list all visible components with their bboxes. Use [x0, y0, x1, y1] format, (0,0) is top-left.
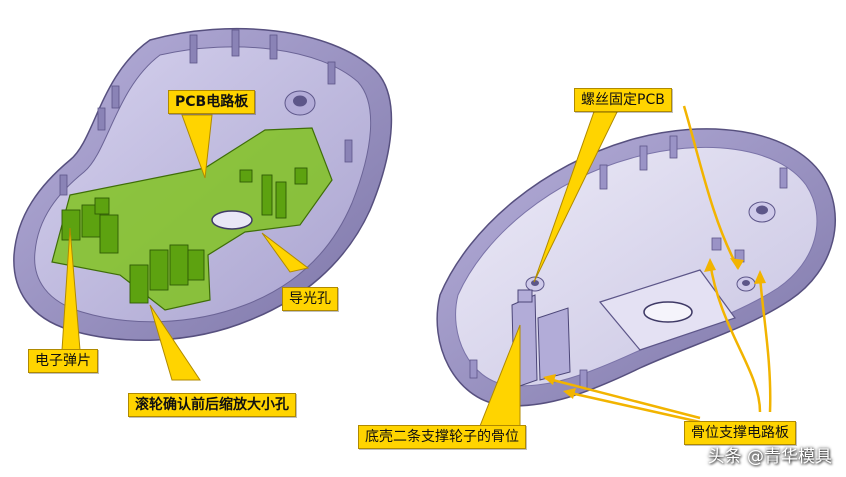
arrowhead-screw [730, 258, 744, 270]
arrow-support-4 [758, 274, 772, 413]
light-guide-hole [211, 210, 253, 230]
arrowhead-support-1 [543, 374, 556, 385]
pointer-pcb [181, 114, 213, 179]
arrow-support-2 [565, 390, 701, 424]
left-screw-boss [284, 90, 316, 116]
label-light-guide-hole: 导光孔 [282, 287, 338, 311]
right-shell [436, 128, 836, 407]
label-screw-fix-pcb: 螺丝固定PCB [574, 88, 672, 112]
pcb-board [51, 127, 333, 311]
pcb-components [61, 167, 308, 304]
pointer-wheel-hole [149, 304, 201, 381]
arrowhead-support-2 [563, 388, 576, 399]
label-wheel-hole-note: 滚轮确认前后缩放大小孔 [128, 393, 296, 417]
callout-pointers [61, 105, 621, 427]
label-pcb-board: PCB电路板 [168, 90, 256, 114]
arrowhead-support-4 [754, 270, 766, 284]
arrow-support-3 [708, 261, 762, 413]
right-shell-ribs [469, 135, 788, 389]
arrowhead-support-3 [704, 258, 716, 272]
label-bottom-ribs: 底壳二条支撑轮子的骨位 [358, 425, 526, 449]
arrow-screw-right [682, 105, 740, 269]
light-guide-hole-right [643, 301, 693, 323]
left-shell-ribs [59, 29, 353, 196]
arrow-support-1 [544, 376, 701, 420]
callout-arrowheads [543, 258, 766, 399]
callout-arrows [544, 105, 772, 424]
right-screw-boss [525, 201, 776, 292]
watermark: 头条 @青华模具 [707, 447, 832, 467]
label-support-ribs: 骨位支撑电路板 [684, 421, 796, 445]
label-spring-contact: 电子弹片 [28, 349, 98, 373]
pointer-light-hole [261, 232, 310, 273]
